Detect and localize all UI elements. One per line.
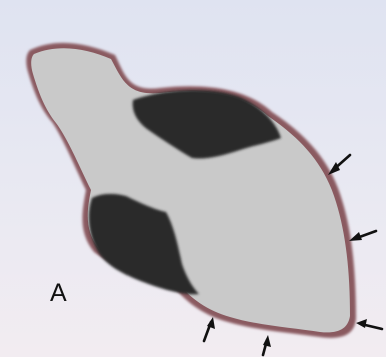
arrow-icon bbox=[263, 335, 271, 355]
arrow-icon bbox=[328, 155, 350, 175]
arrow-icon bbox=[356, 319, 382, 329]
arrow-icon bbox=[204, 317, 215, 341]
panel-label: A bbox=[50, 281, 67, 306]
arrow-icon bbox=[349, 231, 376, 241]
